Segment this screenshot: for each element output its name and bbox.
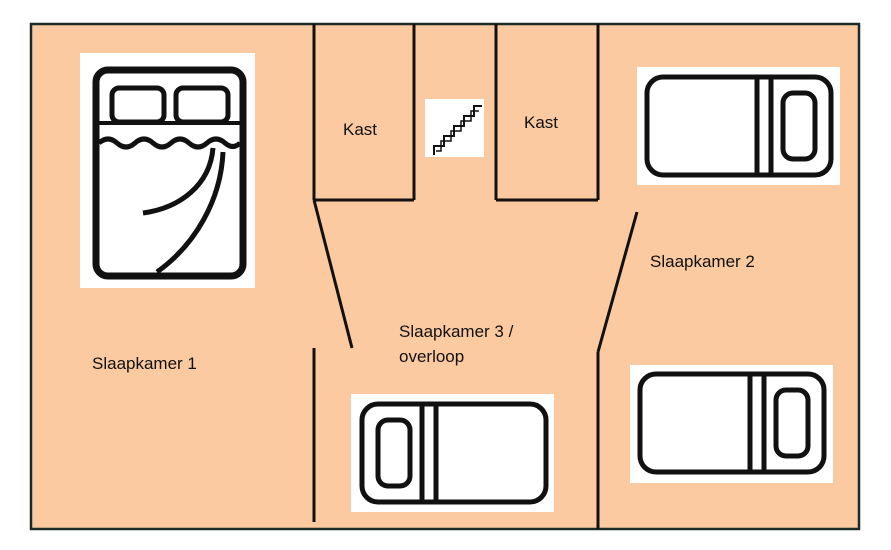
room-label-slaapkamer-3: Slaapkamer 3 / overloop [399, 320, 569, 369]
double-bed-icon [80, 53, 255, 288]
single-bed-icon [351, 394, 554, 512]
single-bed-icon [637, 67, 840, 185]
stairs-icon [425, 99, 484, 157]
outer-wall [29, 22, 861, 531]
room-label-slaapkamer-1: Slaapkamer 1 [92, 354, 197, 373]
room-label-slaapkamer-3-line-1: Slaapkamer 3 / [399, 322, 514, 341]
interior-walls [312, 24, 639, 529]
room-label-slaapkamer-2: Slaapkamer 2 [650, 252, 755, 271]
room-label-slaapkamer-3-line-2: overloop [399, 346, 465, 366]
single-bed-icon [630, 365, 833, 483]
closet-label-left: Kast [343, 120, 378, 139]
closet-label-right: Kast [524, 113, 559, 132]
